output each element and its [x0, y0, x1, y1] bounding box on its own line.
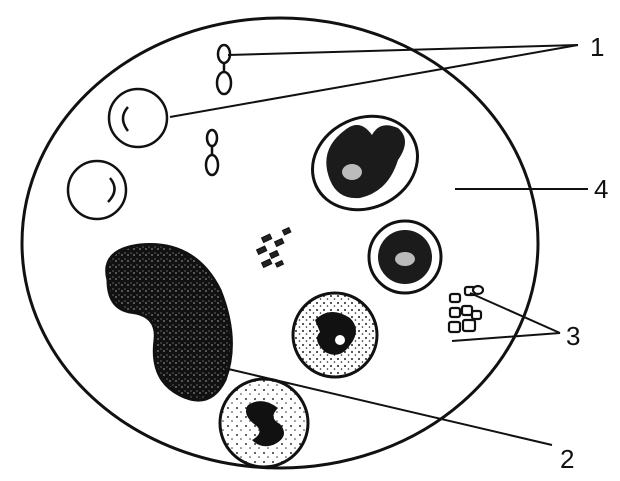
- label-2: 2: [560, 444, 574, 474]
- label-4: 4: [594, 174, 608, 204]
- stippled-cell-lobed-nucleus: [220, 379, 308, 467]
- erythrocyte-upper: [109, 89, 167, 147]
- kidney-shaped-cell: [107, 245, 232, 400]
- label-3: 3: [566, 321, 580, 351]
- platelet-cluster-center: [257, 227, 291, 267]
- dumbbell-cell-middle: [206, 130, 218, 175]
- platelet-cluster-3: [449, 286, 483, 332]
- granular-cell: [293, 293, 377, 377]
- oval-cell-dark-nucleus: [297, 99, 433, 226]
- erythrocyte-lower: [68, 161, 126, 219]
- dumbbell-cell-top: [217, 45, 231, 94]
- round-cell-small: [369, 221, 441, 293]
- label-1: 1: [590, 32, 604, 62]
